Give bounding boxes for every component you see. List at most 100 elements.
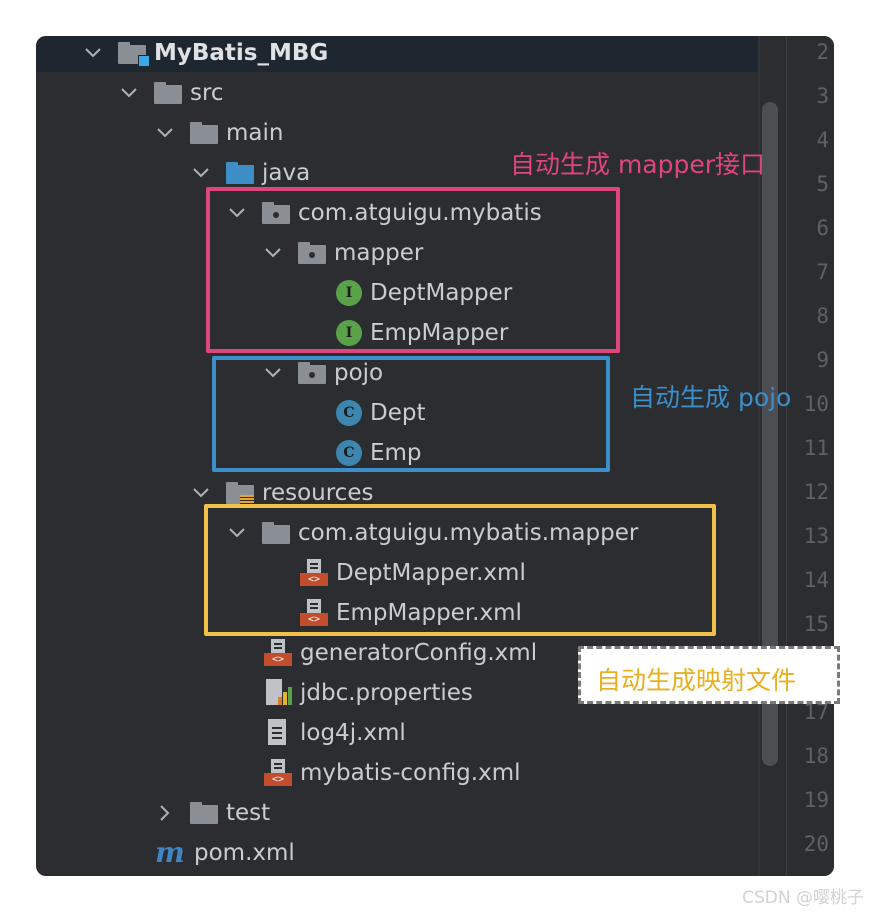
properties-file-icon	[264, 679, 292, 707]
line-number: 12	[803, 480, 829, 504]
chevron-down-icon[interactable]	[190, 153, 212, 193]
tree-item-package[interactable]: com.atguigu.mybatis	[226, 193, 542, 233]
folder-icon	[154, 82, 182, 104]
package-icon	[298, 362, 326, 384]
tree-item-label: mybatis-config.xml	[300, 760, 521, 786]
tree-item-label: pojo	[334, 360, 384, 386]
chevron-down-icon[interactable]	[82, 36, 104, 73]
tree-item-label: java	[262, 160, 311, 186]
chevron-right-icon[interactable]	[154, 793, 176, 833]
line-number: 17	[803, 700, 829, 724]
tree-item-log4j[interactable]: log4j.xml	[264, 713, 406, 753]
tree-item-label: main	[226, 120, 284, 146]
tree-item-test[interactable]: test	[154, 793, 270, 833]
line-number: 15	[803, 612, 829, 636]
xml-file-icon: <>	[264, 639, 292, 667]
folder-icon	[262, 522, 290, 544]
line-number: 4	[816, 128, 829, 152]
tree-item-label: EmpMapper.xml	[336, 600, 522, 626]
package-icon	[262, 202, 290, 224]
line-number: 7	[816, 260, 829, 284]
project-tree-window: 2 3 4 5 6 7 8 9 10 11 12 13 14 15 16 17 …	[36, 36, 834, 876]
tree-item-resource-package[interactable]: com.atguigu.mybatis.mapper	[226, 513, 638, 553]
mapper-highlight-box	[206, 187, 620, 353]
line-number: 18	[803, 744, 829, 768]
tree-item-project-root[interactable]: MyBatis_MBG	[82, 36, 328, 73]
class-icon: C	[336, 440, 362, 466]
chevron-down-icon[interactable]	[226, 193, 248, 233]
xml-file-icon: <>	[300, 599, 328, 627]
xml-highlight-box	[204, 504, 716, 636]
line-number: 8	[816, 304, 829, 328]
line-number: 6	[816, 216, 829, 240]
tree-item-label: resources	[262, 480, 374, 506]
mapping-file-annotation-box	[578, 646, 840, 704]
tree-item-emp[interactable]: C Emp	[336, 433, 422, 473]
tree-item-resources[interactable]: resources	[190, 473, 373, 513]
pojo-highlight-box	[212, 356, 610, 472]
tree-item-dept-mapper-xml[interactable]: <> DeptMapper.xml	[300, 553, 526, 593]
chevron-down-icon[interactable]	[118, 73, 140, 113]
xml-file-icon: <>	[300, 559, 328, 587]
tree-item-label: mapper	[334, 240, 424, 266]
watermark: CSDN @嘤桃子	[742, 888, 864, 908]
tree-item-label: EmpMapper	[370, 320, 509, 346]
gutter-separator	[758, 36, 760, 876]
tree-item-label: jdbc.properties	[300, 680, 473, 706]
tree-item-dept[interactable]: C Dept	[336, 393, 425, 433]
line-number: 11	[803, 436, 829, 460]
chevron-down-icon[interactable]	[154, 113, 176, 153]
tree-item-label: Dept	[370, 400, 426, 426]
text-file-icon	[264, 719, 292, 747]
tree-item-label: test	[226, 800, 271, 826]
tree-item-jdbc-properties[interactable]: jdbc.properties	[264, 673, 473, 713]
tree-item-label: pom.xml	[194, 840, 295, 866]
maven-icon: m	[155, 836, 185, 869]
folder-icon	[190, 802, 218, 824]
tree-scrollbar[interactable]	[762, 102, 778, 766]
interface-icon: I	[336, 320, 362, 346]
line-number: 3	[816, 84, 829, 108]
selected-row-highlight	[36, 36, 758, 72]
tree-item-pom[interactable]: m pom.xml	[154, 833, 295, 873]
line-number: 19	[803, 788, 829, 812]
mapper-annotation: 自动生成 mapper接口	[510, 150, 766, 179]
chevron-down-icon[interactable]	[262, 353, 284, 393]
line-number: 13	[803, 524, 829, 548]
tree-item-label: MyBatis_MBG	[154, 40, 329, 66]
tree-item-label: com.atguigu.mybatis.mapper	[298, 520, 639, 546]
chevron-down-icon[interactable]	[262, 233, 284, 273]
line-number: 20	[803, 832, 829, 856]
tree-item-emp-mapper-xml[interactable]: <> EmpMapper.xml	[300, 593, 522, 633]
line-number: 10	[803, 392, 829, 416]
tree-item-label: generatorConfig.xml	[300, 640, 538, 666]
source-folder-icon	[226, 162, 254, 184]
tree-item-java[interactable]: java	[190, 153, 310, 193]
class-icon: C	[336, 400, 362, 426]
line-number: 14	[803, 568, 829, 592]
chevron-down-icon[interactable]	[226, 513, 248, 553]
package-icon	[298, 242, 326, 264]
chevron-down-icon[interactable]	[190, 473, 212, 513]
tree-item-emp-mapper[interactable]: I EmpMapper	[336, 313, 508, 353]
mapping-file-annotation: 自动生成映射文件	[596, 666, 797, 695]
xml-file-icon: <>	[264, 759, 292, 787]
tree-item-mapper-package[interactable]: mapper	[262, 233, 423, 273]
tree-item-main[interactable]: main	[154, 113, 283, 153]
tree-item-label: src	[190, 80, 224, 106]
tree-item-pojo-package[interactable]: pojo	[262, 353, 383, 393]
tree-item-label: log4j.xml	[300, 720, 406, 746]
tree-item-dept-mapper[interactable]: I DeptMapper	[336, 273, 512, 313]
tree-item-src[interactable]: src	[118, 73, 224, 113]
interface-icon: I	[336, 280, 362, 306]
line-number: 9	[816, 348, 829, 372]
pojo-annotation: 自动生成 pojo	[630, 383, 792, 412]
tree-item-label: com.atguigu.mybatis	[298, 200, 542, 226]
tree-item-label: Emp	[370, 440, 422, 466]
tree-item-label: DeptMapper.xml	[336, 560, 526, 586]
tree-item-generator-config[interactable]: <> generatorConfig.xml	[264, 633, 537, 673]
line-number-gutter: 2 3 4 5 6 7 8 9 10 11 12 13 14 15 16 17 …	[786, 36, 834, 876]
tree-item-label: DeptMapper	[370, 280, 513, 306]
line-number: 2	[816, 40, 829, 64]
tree-item-mybatis-config[interactable]: <> mybatis-config.xml	[264, 753, 521, 793]
